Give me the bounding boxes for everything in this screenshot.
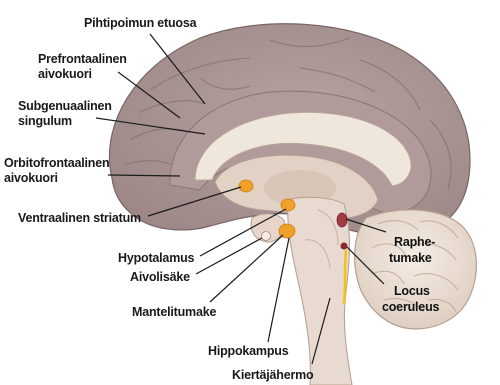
label-raphe-line2: tumake (389, 251, 432, 265)
label-pituitary: Aivolisäke (130, 270, 190, 284)
label-anterior-cingulate: Pihtipoimun etuosa (84, 16, 198, 30)
label-prefrontal-line1: Prefrontaalinen (38, 52, 127, 66)
label-orbitofrontal-line2: aivokuori (4, 171, 58, 185)
raphe-nucleus-marker (337, 213, 347, 227)
label-subgenual-line2: singulum (18, 114, 72, 128)
label-subgenual-line1: Subgenuaalinen (18, 99, 112, 113)
label-ventral-striatum: Ventraalinen striatum (18, 211, 141, 225)
label-locus-line1: Locus (394, 284, 430, 298)
label-prefrontal-line2: aivokuori (38, 67, 92, 81)
label-raphe-line1: Raphe- (394, 235, 435, 249)
label-locus-line2: coeruleus (382, 300, 439, 314)
label-amygdala: Mantelitumake (132, 305, 216, 319)
hypothalamus-marker (281, 199, 295, 211)
ventral-striatum-marker (239, 180, 253, 192)
pituitary-marker (262, 232, 271, 241)
vagus-nerve-line (344, 250, 346, 304)
label-hypothalamus: Hypotalamus (118, 251, 195, 265)
locus-coeruleus-marker (341, 243, 348, 250)
label-vagus-nerve: Kiertäjähermo (232, 368, 314, 382)
label-orbitofrontal-line1: Orbitofrontaalinen (4, 156, 109, 170)
label-hippocampus: Hippokampus (208, 344, 289, 358)
